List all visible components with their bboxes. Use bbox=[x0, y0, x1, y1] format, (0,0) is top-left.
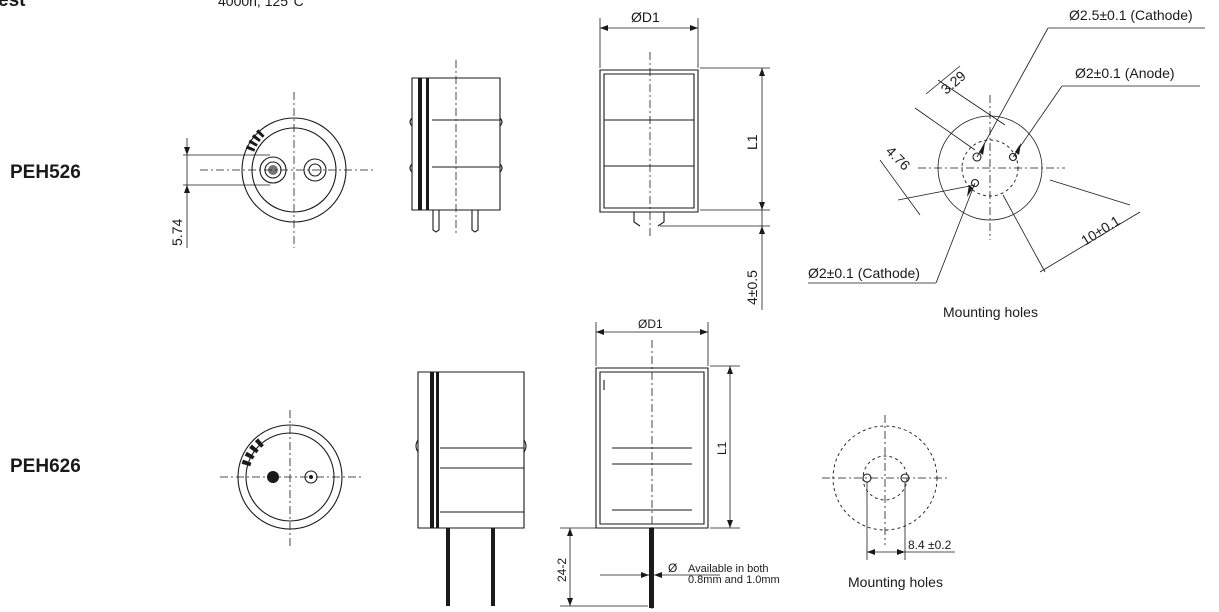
peh526-front-view bbox=[599, 18, 770, 310]
peh526-mounting-holes bbox=[808, 27, 1205, 284]
peh526-top-view bbox=[183, 92, 375, 248]
peh526-dim-329: 3.29 bbox=[938, 67, 969, 97]
peh526-hole-cathode-small: Ø2±0.1 (Cathode) bbox=[808, 265, 920, 281]
peh626-mounting-caption: Mounting holes bbox=[848, 574, 943, 590]
header-test-value: 4000h, 125°C bbox=[218, 0, 304, 9]
peh626-mounting-holes bbox=[822, 415, 955, 560]
peh526-dim-10: 10±0.1 bbox=[1078, 212, 1123, 248]
peh526-mounting-caption: Mounting holes bbox=[943, 304, 1038, 320]
peh626-dim-lead: 24-2 bbox=[555, 558, 569, 582]
peh626-side-view bbox=[415, 371, 527, 606]
peh626-dim-pitch: 8.4 ±0.2 bbox=[908, 538, 952, 552]
peh526-side-view bbox=[409, 60, 503, 234]
peh626-lead-note-line1: Available in both bbox=[688, 563, 769, 575]
peh626-lead-note-line2: 0.8mm and 1.0mm bbox=[688, 574, 780, 586]
peh526-hole-cathode-large: Ø2.5±0.1 (Cathode) bbox=[1069, 7, 1193, 23]
peh626-front-view bbox=[560, 322, 740, 610]
peh526-dim-lead: 4±0.5 bbox=[744, 270, 760, 305]
peh526-dim-d1: ØD1 bbox=[631, 9, 660, 25]
peh626-dia-symbol: Ø bbox=[668, 561, 677, 575]
peh626-dim-d1: ØD1 bbox=[638, 317, 663, 331]
peh526-model-label: PEH526 bbox=[10, 162, 81, 183]
peh526-hole-anode: Ø2±0.1 (Anode) bbox=[1075, 65, 1175, 81]
peh526-dim-476: 4.76 bbox=[883, 143, 914, 174]
peh626-top-view bbox=[220, 410, 362, 548]
peh626-model-label: PEH626 bbox=[10, 456, 81, 477]
peh526-dim-574: 5.74 bbox=[169, 219, 185, 246]
header-test-label: est bbox=[0, 0, 26, 11]
peh526-dim-l1: L1 bbox=[744, 134, 760, 150]
peh626-dim-l1: L1 bbox=[715, 441, 729, 455]
